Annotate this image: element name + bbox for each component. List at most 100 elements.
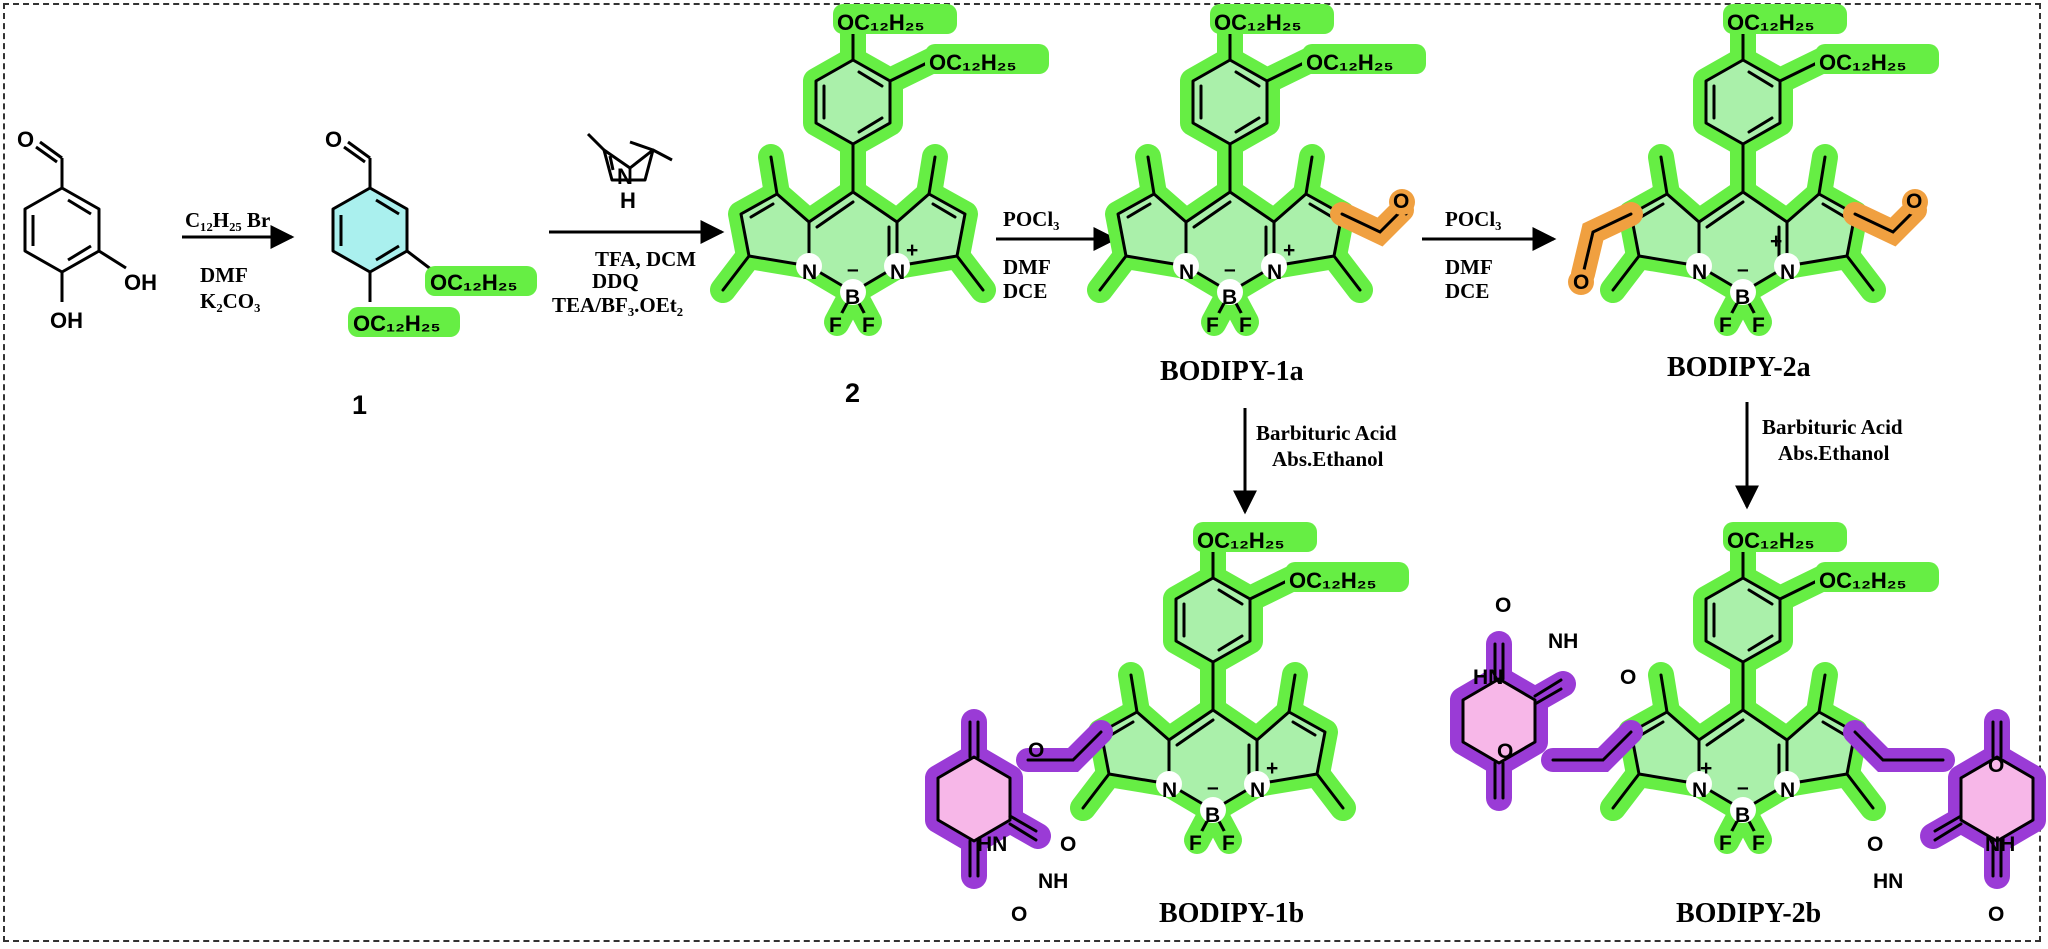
compound-label-bodipy-1a: BODIPY-1a xyxy=(1160,356,1304,387)
svg-text:OC₁₂H₂₅: OC₁₂H₂₅ xyxy=(1727,528,1815,553)
step3-reagent: POCl₃ xyxy=(1003,207,1060,231)
svg-text:O: O xyxy=(1011,903,1027,926)
svg-text:+: + xyxy=(906,239,918,262)
svg-text:F: F xyxy=(829,314,842,337)
frame-border xyxy=(3,3,2041,942)
svg-text:B: B xyxy=(845,286,860,309)
svg-text:O: O xyxy=(1495,594,1511,617)
bodipy-2a-structure xyxy=(1568,4,1939,336)
compound-label-1: 1 xyxy=(352,390,368,420)
atom-O: O xyxy=(17,127,34,152)
svg-text:HN: HN xyxy=(1473,666,1503,689)
svg-text:N: N xyxy=(1179,261,1194,284)
svg-text:B: B xyxy=(1735,804,1750,827)
atom-N: N xyxy=(617,164,633,189)
svg-text:N: N xyxy=(1267,261,1282,284)
svg-text:N: N xyxy=(1780,779,1795,802)
atom-OH: OH xyxy=(50,308,83,333)
step5-reagent: Barbituric Acid xyxy=(1256,421,1397,445)
step4-reagent: POCl₃ xyxy=(1445,207,1502,231)
svg-text:O: O xyxy=(1573,271,1589,294)
svg-text:–: – xyxy=(847,258,859,281)
svg-text:F: F xyxy=(1719,832,1732,855)
svg-text:O: O xyxy=(1906,190,1922,213)
compound-1-structure xyxy=(331,140,433,302)
bodipy-1b-structure xyxy=(938,522,1409,876)
svg-text:+: + xyxy=(1266,757,1278,780)
step1-solvent: DMF xyxy=(200,263,248,287)
svg-text:O: O xyxy=(1497,740,1513,763)
svg-text:F: F xyxy=(1719,314,1732,337)
svg-text:O: O xyxy=(1060,833,1076,856)
svg-text:N: N xyxy=(1692,779,1707,802)
step5-solvent: Abs.Ethanol xyxy=(1272,447,1384,471)
chain-label: OC₁₂H₂₅ xyxy=(430,270,518,295)
starting-aldehyde xyxy=(23,140,127,302)
svg-text:N: N xyxy=(890,261,905,284)
chain-highlight xyxy=(348,307,460,337)
svg-text:F: F xyxy=(1752,832,1765,855)
chain-label: OC₁₂H₂₅ xyxy=(353,311,441,336)
compound-label-bodipy-1b: BODIPY-1b xyxy=(1159,898,1305,929)
step3-solvent: DMF xyxy=(1003,255,1051,279)
svg-text:O: O xyxy=(1867,833,1883,856)
svg-text:OC₁₂H₂₅: OC₁₂H₂₅ xyxy=(1197,528,1285,553)
atom-O: O xyxy=(325,127,342,152)
step1-reagent: C₁₂H₂₅ Br xyxy=(185,208,271,232)
svg-text:F: F xyxy=(862,314,875,337)
atom-H: H xyxy=(620,188,636,213)
svg-text:NH: NH xyxy=(1985,833,2015,856)
step6-reagent: Barbituric Acid xyxy=(1762,415,1903,439)
svg-text:NH: NH xyxy=(1038,870,1068,893)
dimethylpyrrole xyxy=(586,132,673,182)
svg-text:+: + xyxy=(1770,230,1782,253)
svg-text:F: F xyxy=(1222,832,1235,855)
svg-text:–: – xyxy=(1737,258,1749,281)
svg-text:O: O xyxy=(1988,754,2004,777)
bodipy-1a-structure xyxy=(1100,4,1426,336)
step1-base: K₂CO₃ xyxy=(200,289,261,313)
svg-text:N: N xyxy=(1162,779,1177,802)
chain-highlight xyxy=(425,266,537,296)
svg-text:NH: NH xyxy=(1548,630,1578,653)
svg-text:OC₁₂H₂₅: OC₁₂H₂₅ xyxy=(1289,568,1377,593)
svg-text:F: F xyxy=(1189,832,1202,855)
svg-text:F: F xyxy=(1752,314,1765,337)
svg-text:OC₁₂H₂₅: OC₁₂H₂₅ xyxy=(1819,50,1907,75)
svg-text:–: – xyxy=(1224,258,1236,281)
svg-text:+: + xyxy=(1700,757,1712,780)
step2-oxidant: DDQ xyxy=(592,269,639,293)
step6-solvent: Abs.Ethanol xyxy=(1778,441,1890,465)
svg-text:N: N xyxy=(1692,261,1707,284)
svg-text:N: N xyxy=(1780,261,1795,284)
svg-text:+: + xyxy=(1283,239,1295,262)
svg-text:N: N xyxy=(802,261,817,284)
svg-text:–: – xyxy=(1737,776,1749,799)
svg-text:OC₁₂H₂₅: OC₁₂H₂₅ xyxy=(1306,50,1394,75)
svg-text:N: N xyxy=(1250,779,1265,802)
svg-text:OC₁₂H₂₅: OC₁₂H₂₅ xyxy=(837,10,925,35)
svg-text:F: F xyxy=(1206,314,1219,337)
svg-text:O: O xyxy=(1028,739,1044,762)
svg-text:B: B xyxy=(1222,286,1237,309)
step3-cosolvent: DCE xyxy=(1003,279,1048,303)
compound-label-bodipy-2a: BODIPY-2a xyxy=(1667,352,1811,383)
step4-solvent: DMF xyxy=(1445,255,1493,279)
svg-text:O: O xyxy=(1988,903,2004,926)
svg-text:OC₁₂H₂₅: OC₁₂H₂₅ xyxy=(1819,568,1907,593)
atom-OH: OH xyxy=(124,270,157,295)
svg-text:OC₁₂H₂₅: OC₁₂H₂₅ xyxy=(1727,10,1815,35)
svg-text:HN: HN xyxy=(1873,870,1903,893)
svg-text:B: B xyxy=(1735,286,1750,309)
svg-text:B: B xyxy=(1205,804,1220,827)
svg-text:–: – xyxy=(1207,776,1219,799)
svg-text:F: F xyxy=(1239,314,1252,337)
step2-complexation: TEA/BF₃.OEt₂ xyxy=(552,293,684,317)
svg-text:OC₁₂H₂₅: OC₁₂H₂₅ xyxy=(929,50,1017,75)
svg-text:OC₁₂H₂₅: OC₁₂H₂₅ xyxy=(1214,10,1302,35)
svg-text:O: O xyxy=(1620,666,1636,689)
compound-label-2: 2 xyxy=(845,378,861,408)
